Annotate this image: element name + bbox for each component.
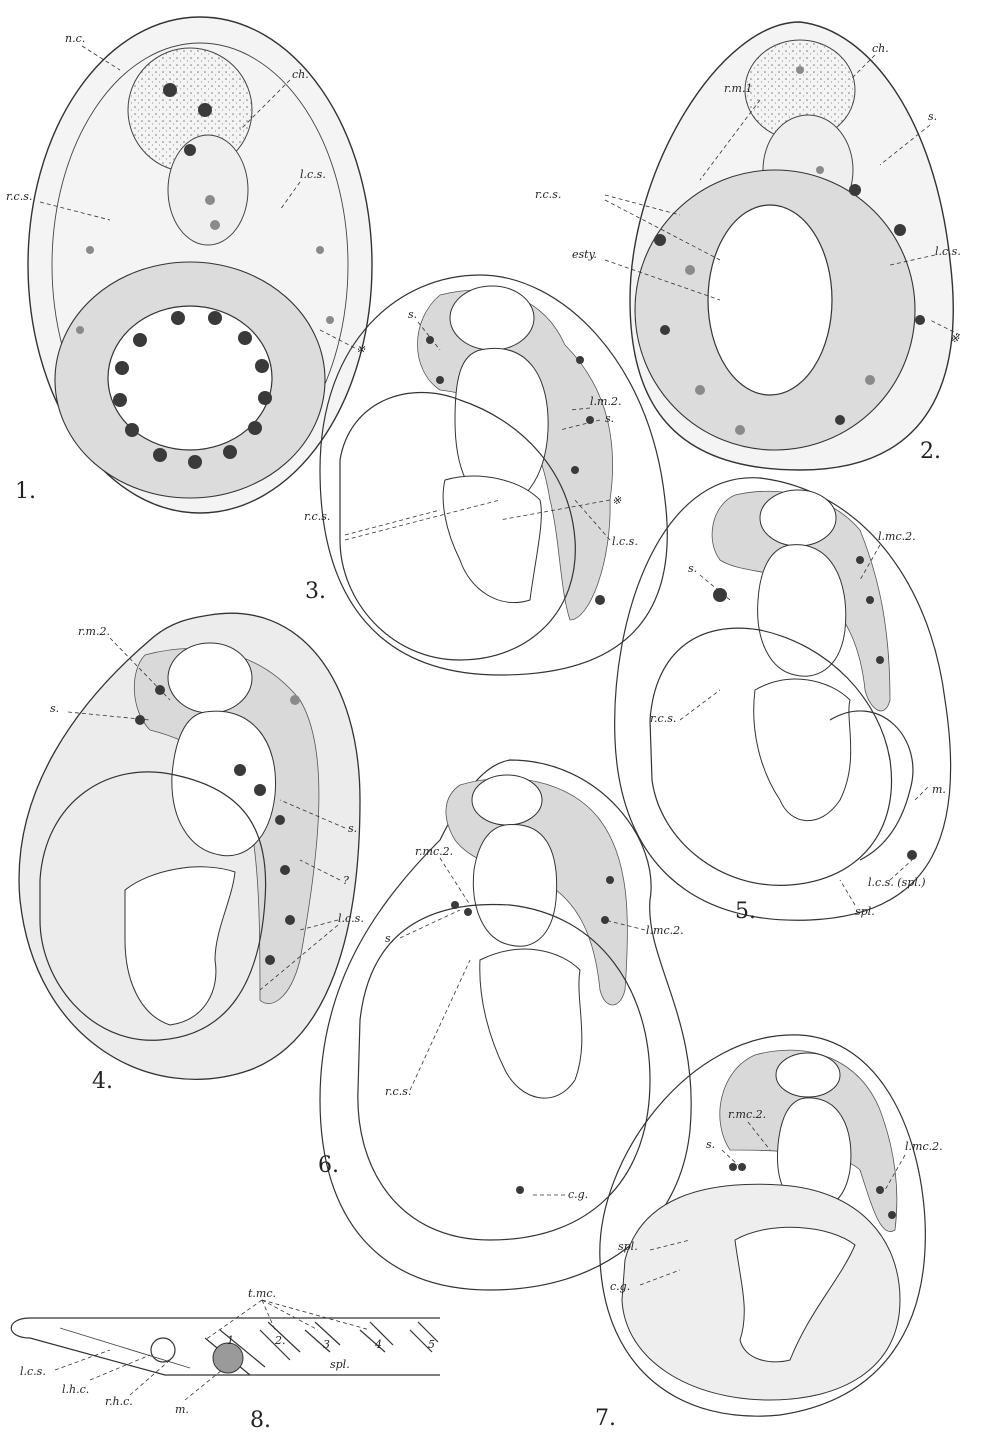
fig1-label-mark: ※: [356, 343, 366, 356]
fig4-label-rm2: r.m.2.: [78, 625, 110, 638]
figure-1: [28, 17, 372, 513]
fig2-label-ch: ch.: [872, 42, 889, 55]
fig4-neural-tube: [168, 643, 252, 713]
fig5-notochord: [758, 545, 846, 677]
fig1-number: 1.: [15, 479, 36, 504]
fig2-label-rcs: r.c.s.: [535, 188, 561, 201]
fig5-label-m: m.: [932, 783, 946, 796]
fig8-label-3: 3: [323, 1338, 330, 1351]
fig8-label-m: m.: [175, 1403, 189, 1416]
fig3-label-rcs: r.c.s.: [304, 510, 330, 523]
fig5-label-spl: spl.: [855, 905, 875, 918]
fig6-neural-tube: [472, 775, 542, 825]
fig2-label-mark: ※: [950, 332, 960, 345]
fig4-number: 4.: [92, 1069, 113, 1094]
fig8-label-spl: spl.: [330, 1358, 350, 1371]
figure-6: [320, 760, 691, 1290]
figure-7: [600, 1035, 926, 1416]
fig7-label-spl: spl.: [618, 1240, 638, 1253]
fig6-label-rcs: r.c.s.: [385, 1085, 411, 1098]
fig6-label-s: s.: [385, 932, 394, 945]
fig5-label-rcs: r.c.s.: [650, 712, 676, 725]
fig5-label-lmc2: l.mc.2.: [878, 530, 916, 543]
fig6-notochord: [473, 824, 556, 946]
fig5-label-lcs-spl: l.c.s. (spl.): [868, 876, 926, 889]
fig2-gut-lumen: [708, 205, 832, 395]
fig3-label-lcs: l.c.s.: [612, 535, 638, 548]
fig1-label-nc: n.c.: [65, 32, 85, 45]
fig6-label-lmc2: l.mc.2.: [646, 924, 684, 937]
fig7-label-lmc2: l.mc.2.: [905, 1140, 943, 1153]
fig5-number: 5.: [735, 899, 756, 924]
fig8-left-head-cavity: [151, 1338, 175, 1362]
fig8-label-2: 2.: [274, 1334, 286, 1347]
fig2-label-s: s.: [928, 110, 937, 123]
fig4-label-lcs: l.c.s.: [338, 912, 364, 925]
fig3-neural-tube: [450, 286, 534, 350]
fig3-gut-lumen: [443, 476, 541, 603]
fig1-label-lcs: l.c.s.: [300, 168, 326, 181]
fig7-label-rmc2: r.mc.2.: [728, 1108, 766, 1121]
fig1-label-ch: ch.: [292, 68, 309, 81]
fig3-label-mark: ※: [612, 494, 622, 507]
fig3-label-s2: s.: [605, 412, 614, 425]
fig1-notochord: [168, 135, 248, 245]
fig3-number: 3.: [305, 579, 326, 604]
fig2-label-rm1: r.m.1: [724, 82, 752, 95]
fig8-label-5: 5: [428, 1338, 435, 1351]
fig2-label-lcs: l.c.s.: [935, 245, 961, 258]
fig7-neural-tube: [776, 1053, 840, 1097]
fig7-label-s: s.: [706, 1138, 715, 1151]
fig4-label-question: ?: [343, 874, 349, 887]
fig7-number: 7.: [595, 1406, 616, 1431]
fig8-label-tmc: t.mc.: [248, 1287, 276, 1300]
fig8-label-4: 4: [374, 1338, 382, 1351]
fig8-label-lcs: l.c.s.: [20, 1365, 46, 1378]
fig4-notochord: [172, 711, 276, 856]
fig7-label-cg: c.g.: [610, 1280, 630, 1293]
fig6-label-cg: c.g.: [568, 1188, 588, 1201]
fig4-label-s1: s.: [50, 702, 59, 715]
fig5-neural-tube: [760, 490, 836, 546]
fig5-label-s: s.: [688, 562, 697, 575]
fig2-number: 2.: [920, 439, 941, 464]
fig8-label-lhc: l.h.c.: [62, 1383, 89, 1396]
fig2-label-esty: esty.: [572, 248, 597, 261]
fig8-number: 8.: [250, 1408, 271, 1433]
fig6-label-rmc2: r.mc.2.: [415, 845, 453, 858]
fig8-label-rhc: r.h.c.: [105, 1395, 133, 1408]
fig3-label-s1: s.: [408, 308, 417, 321]
fig8-mesoderm-disc: [213, 1343, 243, 1373]
fig1-label-rcs: r.c.s.: [6, 190, 32, 203]
fig4-label-s2: s.: [348, 822, 357, 835]
fig6-number: 6.: [318, 1153, 339, 1178]
fig3-label-lm2: l.m.2.: [590, 395, 621, 408]
fig6-gut-lumen: [480, 949, 582, 1098]
figure-2: [605, 22, 960, 470]
figure-3: [320, 275, 667, 675]
fig8-label-1: 1: [227, 1334, 234, 1347]
fig8-inner-line: [60, 1328, 190, 1368]
fig5-gut-lumen: [754, 679, 851, 821]
figure-4: [19, 613, 360, 1079]
figure-5: [615, 478, 951, 921]
